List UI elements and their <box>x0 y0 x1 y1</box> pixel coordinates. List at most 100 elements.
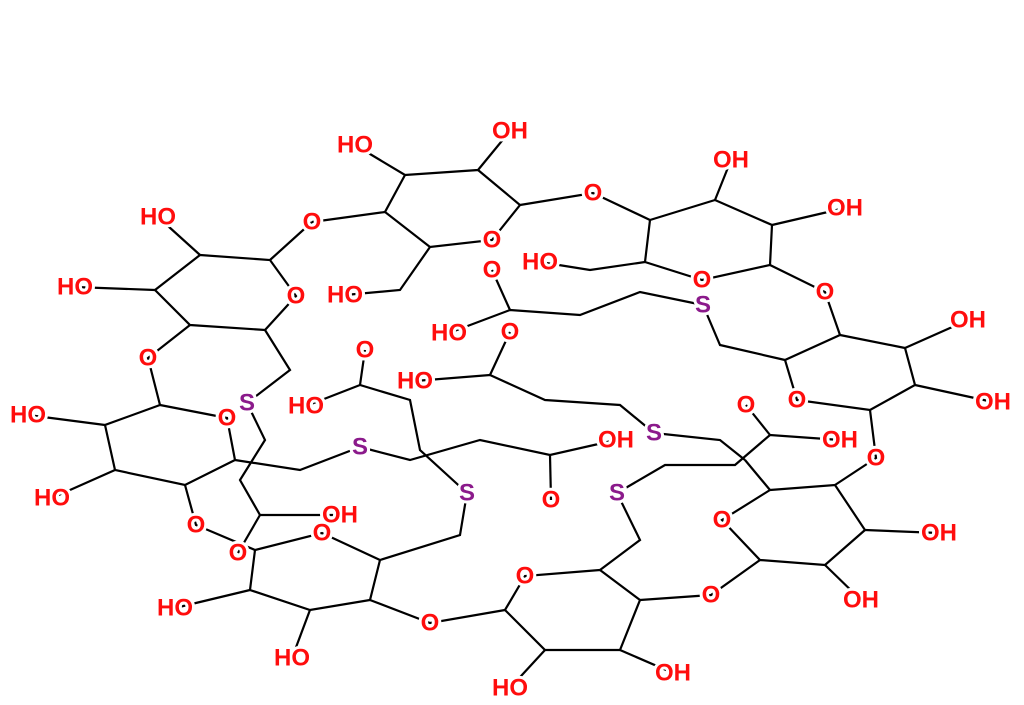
bond <box>359 438 617 462</box>
sulfur-atom-label: S <box>609 480 625 507</box>
bond <box>74 285 156 292</box>
oxygen-atom-label: OH <box>950 307 986 334</box>
bond <box>103 403 237 487</box>
oxygen-atom-label: O <box>788 387 807 414</box>
bond <box>153 253 298 332</box>
oxygen-atom-label: O <box>356 337 375 364</box>
bond <box>489 331 511 376</box>
bond <box>27 413 106 427</box>
bond <box>904 318 969 350</box>
oxygen-atom-label: OH <box>713 147 749 174</box>
oxygen-atom-label: HO <box>522 249 558 276</box>
sulfur-atom-label: S <box>646 420 662 447</box>
bond <box>237 514 261 554</box>
oxygen-atom-label: O <box>483 257 502 284</box>
bond <box>246 329 292 404</box>
bond <box>713 159 733 201</box>
oxygen-atom-label: HO <box>327 282 363 309</box>
bond <box>448 290 704 335</box>
bond <box>653 431 746 461</box>
oxygen-atom-label: HO <box>57 274 93 301</box>
oxygen-atom-label: O <box>501 319 520 346</box>
bond <box>769 264 842 336</box>
oxygen-atom-label: O <box>867 445 886 472</box>
sulfur-atom-label: S <box>352 434 368 461</box>
bond <box>269 221 313 261</box>
oxygen-atom-label: O <box>303 209 322 236</box>
sulfur-atom-label: S <box>695 292 711 319</box>
bond <box>414 373 655 434</box>
oxygen-atom-label: HO <box>34 485 70 512</box>
oxygen-atom-label: HO <box>337 132 373 159</box>
bond <box>539 260 646 272</box>
oxygen-atom-label: OH <box>322 502 358 529</box>
oxygen-atom-label: O <box>584 180 603 207</box>
bond <box>238 402 340 517</box>
bond <box>344 246 431 297</box>
oxygen-atom-label: O <box>483 227 502 254</box>
bond <box>354 130 511 177</box>
oxygen-atom-label: HO <box>274 645 310 672</box>
bond <box>383 169 522 249</box>
oxygen-atom-label: O <box>713 507 732 534</box>
oxygen-atom-label: O <box>287 283 306 310</box>
oxygen-atom-label: O <box>313 520 332 547</box>
oxygen-atom-label: HO <box>157 595 193 622</box>
oxygen-atom-label: HO <box>288 393 324 420</box>
oxygen-atom-label: O <box>139 345 158 372</box>
bond <box>51 468 116 500</box>
bond <box>519 191 651 221</box>
bond <box>914 383 994 404</box>
bond <box>619 648 674 675</box>
oxygen-atom-label: OH <box>655 660 691 687</box>
bond <box>599 492 642 571</box>
bond <box>548 454 553 501</box>
oxygen-atom-label: OH <box>822 427 858 454</box>
oxygen-atom-label: O <box>542 487 561 514</box>
sulfur-atom-label: S <box>459 480 475 507</box>
bond <box>701 304 786 362</box>
bond <box>305 383 468 494</box>
oxygen-atom-label: OH <box>492 118 528 145</box>
bond <box>834 409 878 486</box>
bond <box>379 492 469 562</box>
bond <box>745 404 771 436</box>
bonds <box>27 130 994 689</box>
oxygen-atom-label: OH <box>598 427 634 454</box>
oxygen-atom-label: O <box>218 405 237 432</box>
oxygen-atom-label: OH <box>827 195 863 222</box>
bond <box>290 609 312 659</box>
bond <box>369 598 506 625</box>
bond <box>234 445 361 472</box>
oxygen-atom-label: O <box>702 582 721 609</box>
bond <box>616 433 841 494</box>
oxygen-atom-label: O <box>229 540 248 567</box>
oxygen-atom-label: O <box>816 279 835 306</box>
bond <box>864 528 940 535</box>
oxygen-atom-label: OH <box>975 389 1011 416</box>
bond <box>720 483 867 567</box>
bond <box>146 324 191 406</box>
oxygen-atom-label: O <box>737 392 756 419</box>
oxygen-atom-label: O <box>693 267 712 294</box>
bond <box>157 216 201 256</box>
oxygen-atom-label: O <box>421 610 440 637</box>
bond <box>639 559 761 602</box>
bond <box>824 564 862 601</box>
bond <box>509 649 546 689</box>
bond <box>744 459 771 491</box>
oxygen-atom-label: HO <box>397 368 433 395</box>
oxygen-atom-label: OH <box>921 520 957 547</box>
bond <box>174 588 251 610</box>
bond <box>311 210 386 224</box>
oxygen-atom-label: HO <box>492 675 528 702</box>
oxygen-atom-label: O <box>516 563 535 590</box>
bond <box>358 349 367 386</box>
bond <box>490 269 512 311</box>
oxygen-atom-label: HO <box>140 204 176 231</box>
oxygen-atom-label: OH <box>843 587 879 614</box>
sulfur-atom-label: S <box>239 390 255 417</box>
